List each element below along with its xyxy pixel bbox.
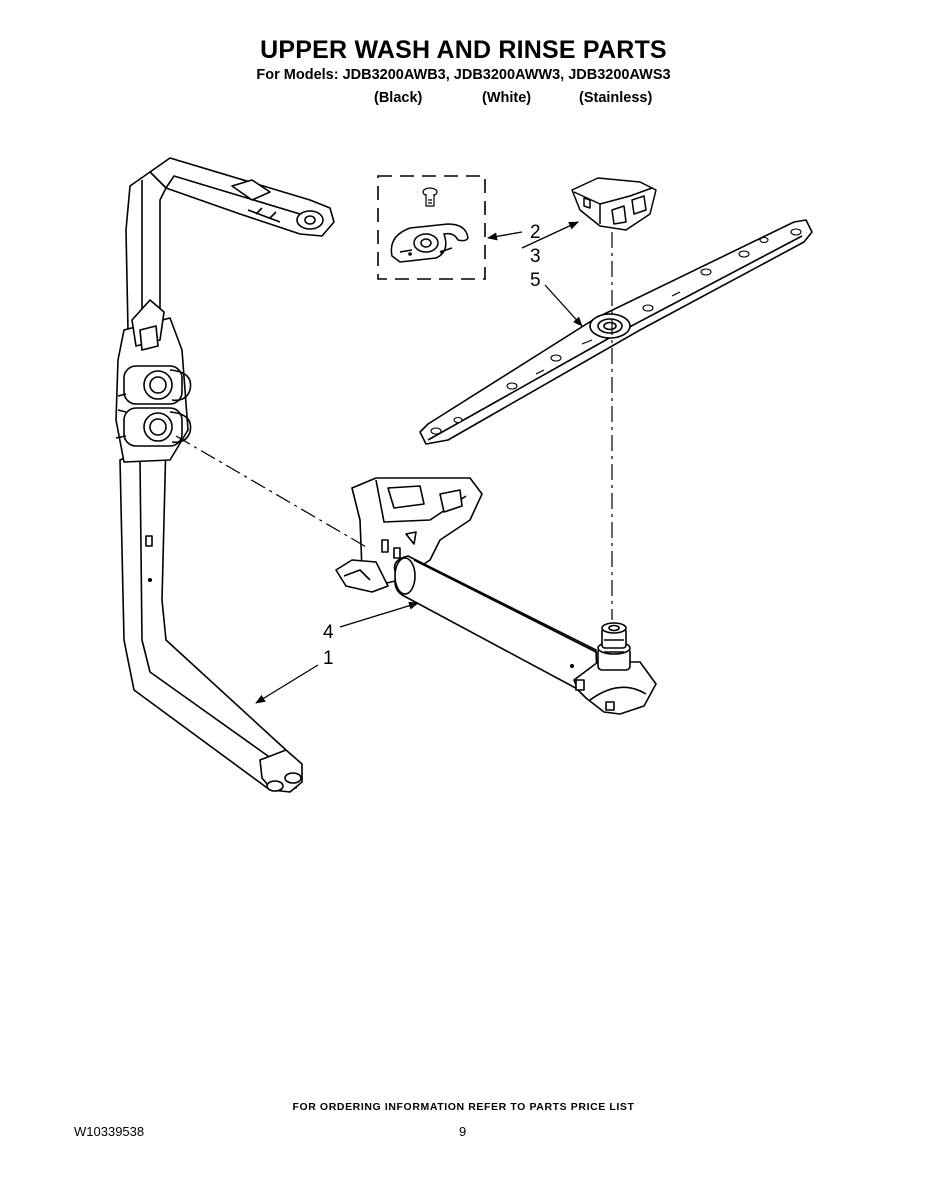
ordering-note: FOR ORDERING INFORMATION REFER TO PARTS … (292, 1101, 635, 1113)
variant-stainless: (Stainless) (579, 90, 653, 106)
conduit-tube-part (335, 477, 657, 715)
page-number: 9 (459, 1124, 467, 1139)
variant-white: (White) (482, 90, 532, 106)
supply-tube-part (119, 157, 335, 793)
arm-clip-part (390, 223, 469, 263)
document-number: W10339538 (74, 1124, 145, 1139)
callout-1: 1 (323, 648, 334, 669)
callout-3: 3 (530, 246, 541, 267)
clip-cap-group (377, 175, 486, 280)
manifold-housing (115, 299, 192, 463)
alignment-lines (175, 232, 613, 620)
callout-4: 4 (323, 622, 334, 643)
callout-5: 5 (530, 270, 541, 291)
callout-2: 2 (530, 222, 541, 243)
leader-lines (255, 221, 583, 704)
screw-part (422, 187, 438, 207)
variant-black: (Black) (374, 90, 423, 106)
models-line: For Models: JDB3200AWB3, JDB3200AWW3, JD… (256, 67, 671, 83)
bearing-part (571, 177, 657, 231)
upper-spray-arm-part (419, 219, 813, 445)
page-title: UPPER WASH AND RINSE PARTS (260, 36, 667, 64)
